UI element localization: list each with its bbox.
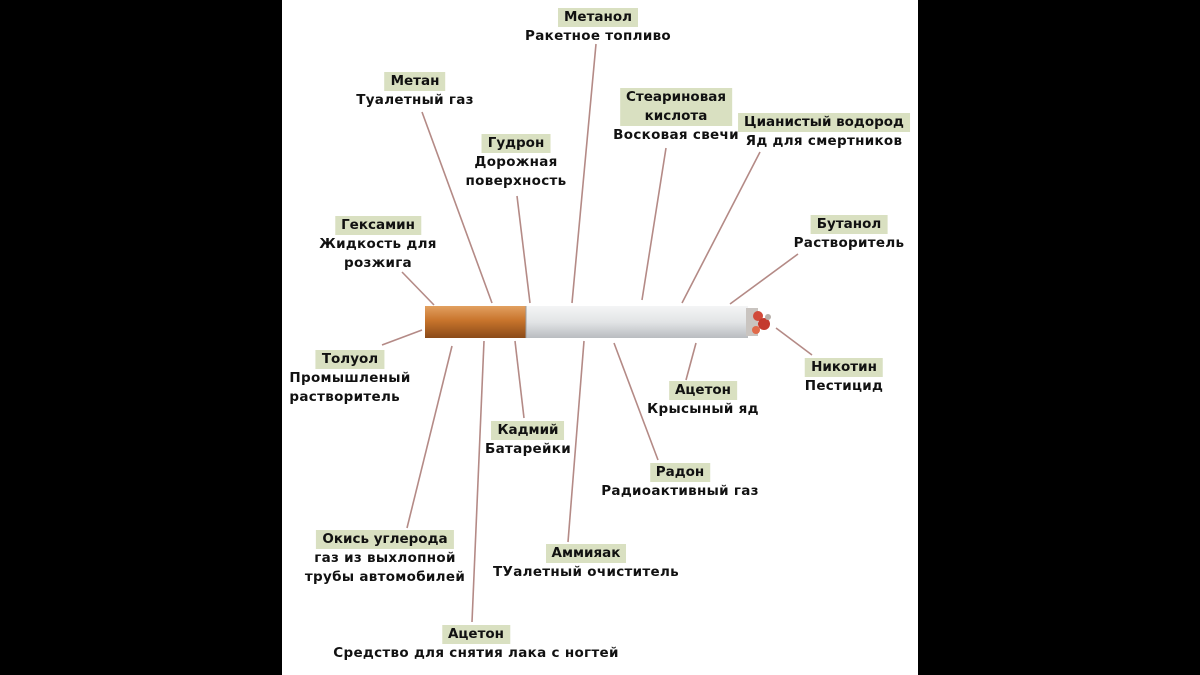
connector-butanol bbox=[729, 253, 799, 305]
chem-use: Дорожная поверхность bbox=[465, 154, 567, 189]
connector-kadmiy bbox=[514, 340, 525, 419]
connector-aceton2 bbox=[471, 340, 485, 623]
chem-use: Жидкость для розжига bbox=[319, 236, 437, 271]
chem-use: Пестицид bbox=[804, 378, 884, 394]
chem-gudron: Гудрон Дорожная поверхность bbox=[466, 134, 567, 191]
cigarette-illustration bbox=[425, 306, 771, 338]
chem-aceton1: Ацетон Крысыный яд bbox=[647, 381, 759, 419]
chem-name: Гексамин bbox=[335, 216, 421, 235]
chem-name: Радон bbox=[649, 463, 711, 482]
chem-use: Крысыный яд bbox=[647, 401, 759, 417]
chem-use: Растворитель bbox=[793, 235, 905, 251]
chem-kadmiy: Кадмий Батарейки bbox=[485, 421, 571, 459]
chem-butanol: Бутанол Растворитель bbox=[794, 215, 905, 253]
connector-aceton1 bbox=[685, 342, 697, 381]
chem-use: Восковая свечи bbox=[613, 127, 739, 143]
chem-co: Окись углерода газ из выхлопной трубы ав… bbox=[305, 530, 465, 587]
diagram-panel: Метанол Ракетное топливо Метан Туалетный… bbox=[282, 0, 918, 675]
connector-ammiak bbox=[567, 340, 585, 543]
connector-metanol bbox=[571, 43, 597, 304]
chem-name: Ацетон bbox=[668, 381, 738, 400]
cigarette-ember bbox=[752, 311, 771, 334]
chem-geksamin: Гексамин Жидкость для розжига bbox=[319, 216, 436, 273]
cigarette-paper bbox=[526, 306, 748, 338]
chem-name: Толуол bbox=[315, 350, 385, 369]
chem-use: Яд для смертников bbox=[745, 133, 903, 149]
connector-toluol bbox=[381, 329, 423, 346]
chem-name: Стеариновая кислота bbox=[619, 88, 733, 126]
chem-name: Ацетон bbox=[441, 625, 511, 644]
chem-ammiak: Аммияак ТУалетный очиститель bbox=[493, 544, 679, 582]
chem-name: Никотин bbox=[805, 358, 883, 377]
chem-name: Аммияак bbox=[545, 544, 627, 563]
chem-nikotin: Никотин Пестицид bbox=[805, 358, 884, 396]
chem-aceton2: Ацетон Средство для снятия лака с ногтей bbox=[333, 625, 618, 663]
connector-radon bbox=[613, 342, 659, 461]
chem-use: Туалетный газ bbox=[356, 92, 474, 108]
connector-cyanide bbox=[681, 151, 761, 304]
cigarette-filter bbox=[425, 306, 526, 338]
connector-nikotin bbox=[775, 327, 813, 356]
chem-name: Бутанол bbox=[810, 215, 888, 234]
chem-use: ТУалетный очиститель bbox=[493, 564, 679, 580]
chem-use: Средство для снятия лака с ногтей bbox=[333, 645, 619, 661]
connector-stearin bbox=[641, 147, 667, 301]
connector-lines bbox=[381, 43, 813, 623]
chem-name: Метан bbox=[384, 72, 446, 91]
chem-toluol: Толуол Промышленый растворитель bbox=[289, 350, 410, 407]
chem-name: Кадмий bbox=[491, 421, 565, 440]
chem-metanol: Метанол Ракетное топливо bbox=[525, 8, 671, 46]
chem-use: Батарейки bbox=[485, 441, 571, 457]
connector-geksamin bbox=[401, 271, 435, 306]
connector-gudron bbox=[516, 195, 531, 304]
chem-use: газ из выхлопной трубы автомобилей bbox=[304, 550, 466, 585]
chem-name: Метанол bbox=[557, 8, 638, 27]
chem-name: Цианистый водород bbox=[738, 113, 910, 132]
chem-name: Окись углерода bbox=[316, 530, 454, 549]
connector-metan bbox=[421, 111, 493, 304]
chem-radon: Радон Радиоактивный газ bbox=[601, 463, 759, 501]
chem-use: Радиоактивный газ bbox=[601, 483, 759, 499]
chem-metan: Метан Туалетный газ bbox=[356, 72, 474, 110]
chem-cyanide: Цианистый водород Яд для смертников bbox=[738, 113, 910, 151]
connector-co bbox=[406, 345, 453, 529]
chem-use: Промышленый растворитель bbox=[289, 370, 411, 405]
chem-stearin: Стеариновая кислота Восковая свечи bbox=[613, 88, 739, 145]
chem-name: Гудрон bbox=[481, 134, 551, 153]
chem-use: Ракетное топливо bbox=[525, 28, 671, 44]
